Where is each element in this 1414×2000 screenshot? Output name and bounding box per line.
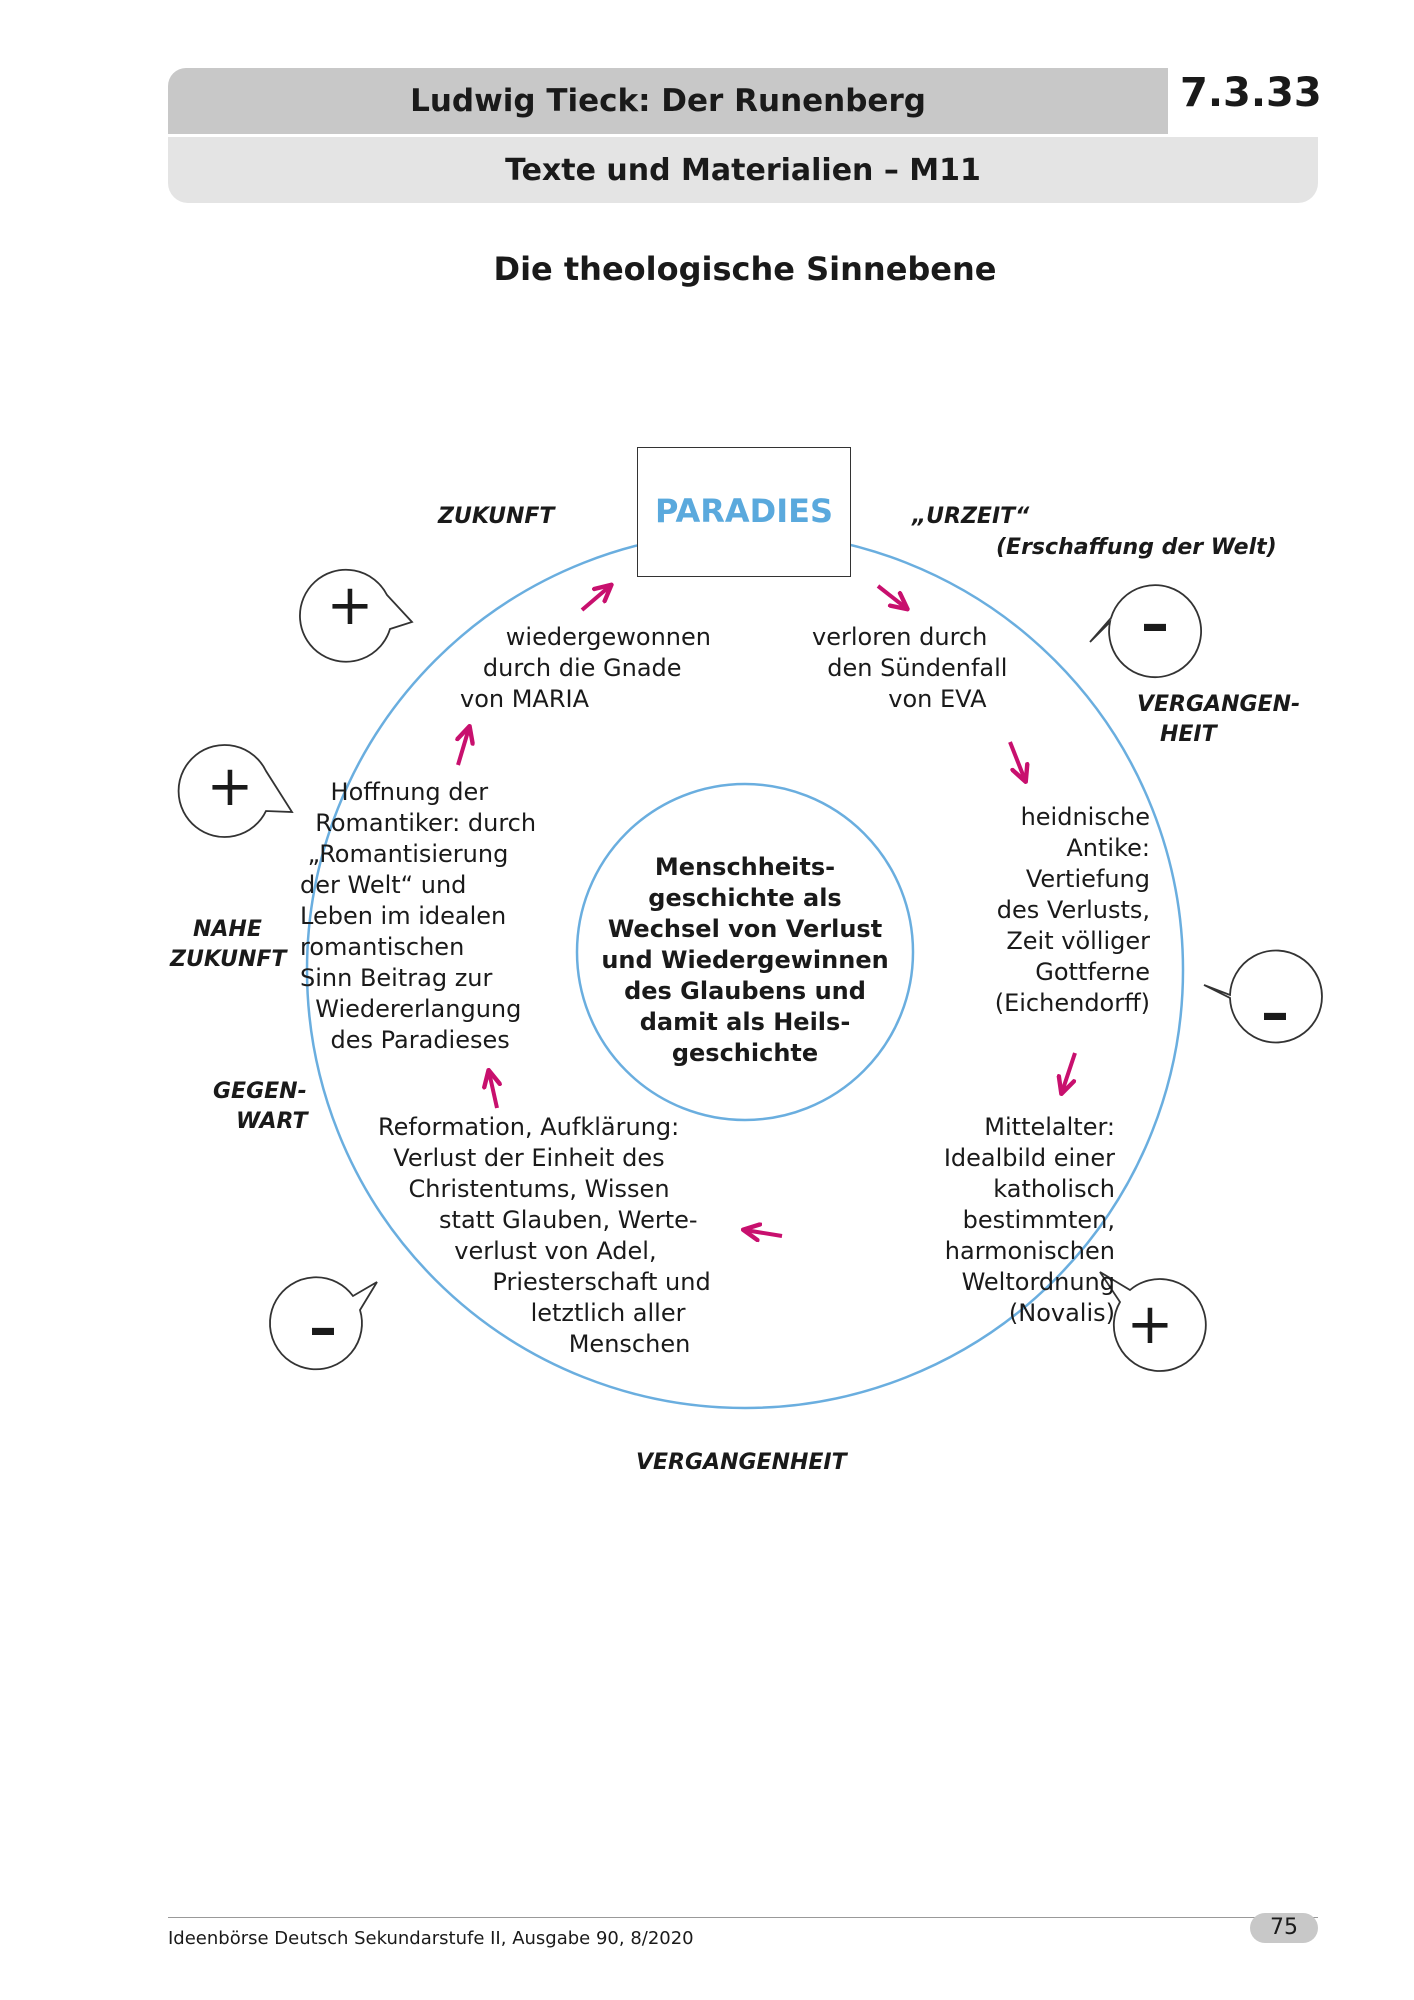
arrow-icon xyxy=(876,584,906,608)
label-vergangenheit-bottom: VERGANGENHEIT xyxy=(636,1450,847,1475)
arrow-icon xyxy=(489,1072,497,1109)
plus-sign: + xyxy=(207,754,254,819)
plus-bubble-icon: + xyxy=(1099,1271,1207,1372)
label-vergangenheit-right: VERGANGEN- HEIT xyxy=(1137,692,1301,747)
segment-mittelalter: Mittelalter: Idealbild einer katholisch … xyxy=(943,1113,1115,1327)
header-bar: Ludwig Tieck: Der Runenberg xyxy=(168,68,1168,134)
footer-divider xyxy=(168,1917,1318,1918)
label-urzeit: „URZEIT“ xyxy=(912,504,1030,529)
minus-sign: – xyxy=(1141,592,1169,657)
paradies-box: PARADIES xyxy=(637,447,851,577)
plus-sign: + xyxy=(327,573,374,638)
minus-bubble-icon: – xyxy=(1089,584,1202,678)
segment-reformation: Reformation, Aufklärung: Verlust der Ein… xyxy=(378,1113,711,1358)
page-number: 75 xyxy=(1250,1913,1318,1943)
segment-verloren: verloren durch den Sündenfall von EVA xyxy=(812,623,1008,713)
subheader-bar: Texte und Materialien – M11 xyxy=(168,137,1318,203)
minus-bubble-icon: – xyxy=(269,1276,378,1371)
paradies-label: PARADIES xyxy=(654,492,834,530)
arrow-icon xyxy=(1008,741,1025,780)
minus-sign: – xyxy=(1261,981,1289,1046)
label-nahe-zukunft: NAHE ZUKUNFT xyxy=(170,917,287,972)
arrow-icon xyxy=(745,1230,783,1236)
header-subtitle: Texte und Materialien – M11 xyxy=(505,153,981,188)
plus-sign: + xyxy=(1127,1292,1174,1357)
arrow-icon xyxy=(580,586,610,612)
plus-bubble-icon: + xyxy=(177,744,294,838)
arrow-icon xyxy=(458,728,469,766)
segment-wiedergewonnen: wiedergewonnen durch die Gnade von MARIA xyxy=(460,623,711,713)
segment-heidnisch: heidnische Antike: Vertiefung des Verlus… xyxy=(994,803,1150,1017)
arrow-icon xyxy=(1062,1052,1077,1092)
label-zukunft: ZUKUNFT xyxy=(438,504,555,529)
segment-hoffnung: Hoffnung der Romantiker: durch „Romantis… xyxy=(300,778,537,1054)
minus-bubble-icon: – xyxy=(1203,949,1323,1046)
label-erschaffung: (Erschaffung der Welt) xyxy=(996,535,1277,560)
header-title: Ludwig Tieck: Der Runenberg xyxy=(410,83,926,119)
minus-sign: – xyxy=(309,1296,337,1361)
footer-text: Ideenbörse Deutsch Sekundarstufe II, Aus… xyxy=(168,1928,694,1949)
page-title: Die theologische Sinnebene xyxy=(493,250,997,288)
center-text: Menschheits- geschichte als Wechsel von … xyxy=(601,853,889,1067)
plus-bubble-icon: + xyxy=(299,568,414,663)
inner-circle xyxy=(575,782,915,1122)
section-number: 7.3.33 xyxy=(1180,70,1322,116)
label-gegenwart: GEGEN- WART xyxy=(213,1079,308,1134)
